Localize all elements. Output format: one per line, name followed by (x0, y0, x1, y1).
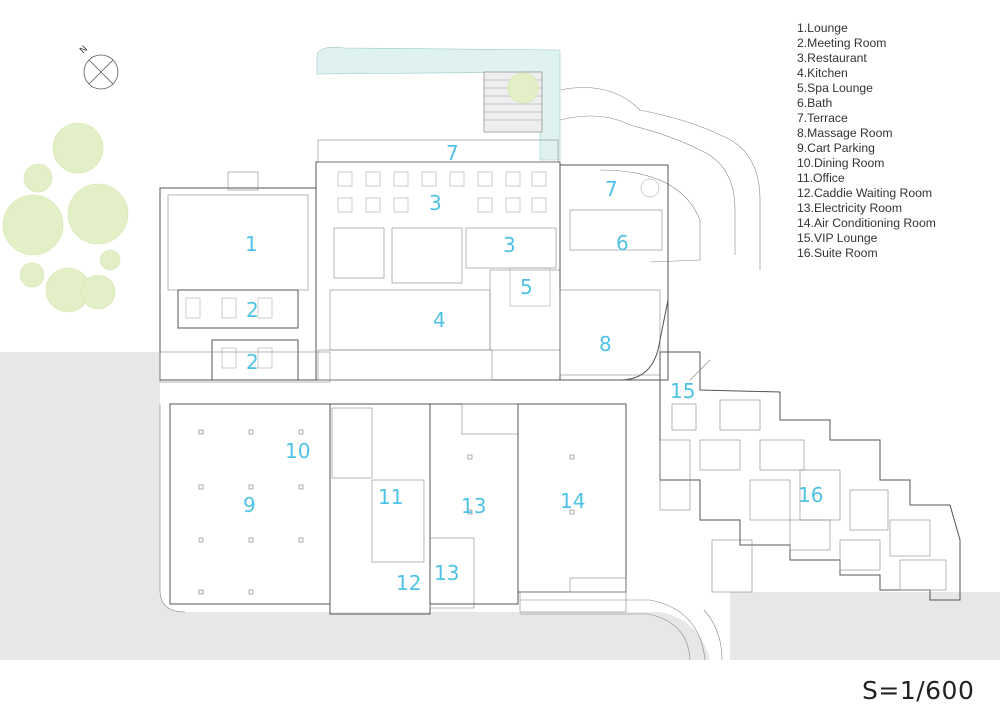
room-numbers: 1 2 2 3 3 4 5 6 7 7 8 9 10 11 12 13 13 1… (243, 141, 823, 595)
legend-item: 9.Cart Parking (797, 141, 875, 155)
room-number: 6 (616, 231, 629, 255)
legend-item: 12.Caddie Waiting Room (797, 186, 933, 200)
legend-item: 13.Electricity Room (797, 201, 902, 215)
scale-label: S=1/600 (862, 676, 975, 705)
room-number: 14 (560, 489, 585, 513)
room-number: 1 (245, 232, 258, 256)
room-number: 8 (599, 332, 612, 356)
legend-item: 8.Massage Room (797, 126, 893, 140)
room-number: 10 (285, 439, 310, 463)
legend-item: 3.Restaurant (797, 51, 867, 65)
legend-item: 16.Suite Room (797, 246, 878, 260)
room-number: 12 (396, 571, 421, 595)
room-number: 2 (246, 298, 259, 322)
room-legend: 1.Lounge 2.Meeting Room 3.Restaurant 4.K… (797, 21, 936, 261)
restaurant-furniture (185, 171, 551, 369)
legend-item: 14.Air Conditioning Room (797, 216, 936, 230)
room-number: 7 (605, 177, 618, 201)
building-lower (159, 403, 627, 615)
room-number: 4 (433, 308, 446, 332)
room-number: 2 (246, 350, 259, 374)
suite-wing (659, 351, 961, 601)
legend-item: 2.Meeting Room (797, 36, 887, 50)
compass-label: N (78, 44, 90, 56)
compass-icon: N (78, 44, 119, 90)
trees (2, 72, 539, 313)
structural-columns (198, 429, 575, 595)
legend-item: 6.Bath (797, 96, 833, 110)
ground-area-left (0, 352, 330, 660)
room-number: 15 (670, 379, 695, 403)
room-number: 7 (446, 141, 459, 165)
room-number: 3 (503, 233, 516, 257)
room-number: 13 (461, 494, 486, 518)
ground-area-bottom (330, 612, 710, 660)
room-number: 16 (798, 483, 823, 507)
room-number: 11 (378, 485, 403, 509)
access-road (559, 87, 761, 270)
building-upper (159, 139, 669, 383)
legend-item: 15.VIP Lounge (797, 231, 878, 245)
drive-curve (520, 599, 723, 661)
ground-area-right (730, 592, 1000, 660)
legend-item: 7.Terrace (797, 111, 848, 125)
legend-item: 10.Dining Room (797, 156, 885, 170)
legend-item: 5.Spa Lounge (797, 81, 873, 95)
room-number: 3 (429, 191, 442, 215)
legend-item: 1.Lounge (797, 21, 848, 35)
legend-item: 11.Office (797, 171, 845, 185)
room-number: 9 (243, 493, 256, 517)
room-number: 13 (434, 561, 459, 585)
room-number: 5 (520, 275, 533, 299)
legend-item: 4.Kitchen (797, 66, 848, 80)
